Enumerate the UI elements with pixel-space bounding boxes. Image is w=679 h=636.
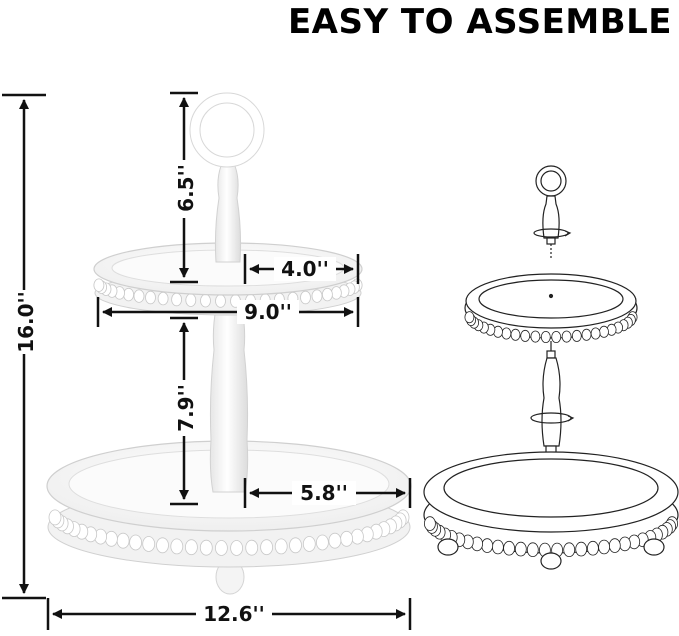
- exploded-bottom-post: [541, 357, 562, 447]
- bead-outline: [571, 329, 582, 342]
- top-tray-inner-label: 4.0'': [281, 257, 329, 281]
- bead: [145, 290, 156, 305]
- bead-outline: [491, 539, 504, 555]
- bead-outline: [563, 542, 576, 557]
- bead: [340, 530, 354, 547]
- bead-outline: [501, 327, 512, 340]
- bead: [129, 534, 143, 551]
- bead-outline: [530, 330, 541, 343]
- bead: [300, 290, 311, 305]
- bottom-post: [209, 307, 249, 493]
- bead: [133, 289, 145, 303]
- bead: [311, 289, 323, 303]
- bead: [185, 293, 197, 307]
- bead: [170, 538, 184, 555]
- bead: [157, 291, 169, 306]
- bead-outline: [619, 536, 631, 552]
- bead: [328, 532, 342, 549]
- bead-outline: [575, 541, 588, 557]
- bead-outline: [503, 540, 516, 556]
- bead-outline: [587, 540, 599, 556]
- bead-outline: [590, 327, 601, 340]
- top-post: [214, 165, 242, 263]
- bottom-tray-beads: [48, 509, 410, 556]
- bead-outline: [526, 542, 539, 557]
- top-tray-diameter-label: 9.0'': [244, 300, 292, 324]
- bead-outline: [581, 328, 592, 341]
- bead-outline: [510, 328, 521, 341]
- bead: [350, 528, 364, 545]
- bottom-tray-inner-label: 5.8'': [300, 481, 348, 505]
- bead-outline: [520, 329, 531, 342]
- bead: [289, 537, 302, 554]
- bead: [199, 539, 213, 556]
- bead: [123, 287, 135, 302]
- exploded-assembly-drawing: [423, 165, 679, 570]
- bead: [315, 534, 329, 551]
- tiered-tray-product: [46, 92, 412, 595]
- bead: [302, 536, 316, 552]
- bead-outline: [423, 516, 436, 531]
- bead-outline: [481, 538, 494, 553]
- bead: [105, 530, 118, 547]
- bottom-tray-diameter-label: 12.6'': [203, 602, 265, 626]
- total-height-label: 16.0'': [14, 291, 38, 353]
- bead-outline: [514, 541, 527, 557]
- bead-outline: [551, 330, 562, 343]
- bead: [156, 537, 169, 554]
- bead: [260, 539, 274, 556]
- bead: [184, 539, 198, 556]
- bead-outline: [598, 539, 610, 555]
- bead: [93, 278, 105, 292]
- bottom-tray: [46, 440, 412, 568]
- bead: [171, 292, 183, 307]
- top-post-height-label: 6.5'': [174, 164, 198, 212]
- bead: [274, 538, 288, 555]
- bead: [230, 540, 244, 556]
- dimension-labels: 16.0'' 6.5'' 4.0'' 9.0'' 7.9'' 5.8'' 12.…: [12, 160, 356, 626]
- bead-outline: [608, 538, 621, 553]
- bead: [215, 294, 226, 308]
- bead: [321, 287, 333, 302]
- bead: [200, 294, 211, 308]
- bead: [142, 536, 156, 552]
- exploded-top-post: [542, 195, 560, 239]
- bead: [245, 539, 259, 556]
- bead: [116, 532, 130, 549]
- bead-outline: [540, 330, 551, 343]
- bead-outline: [599, 325, 609, 338]
- bead-outline: [561, 330, 572, 343]
- bead-outline: [464, 311, 475, 324]
- headline: EASY TO ASSEMBLE: [287, 2, 672, 42]
- bottom-post-height-label: 7.9'': [174, 384, 198, 432]
- bead: [48, 509, 62, 526]
- handle-ring: [190, 93, 264, 167]
- bead: [214, 540, 228, 556]
- bead: [330, 286, 342, 300]
